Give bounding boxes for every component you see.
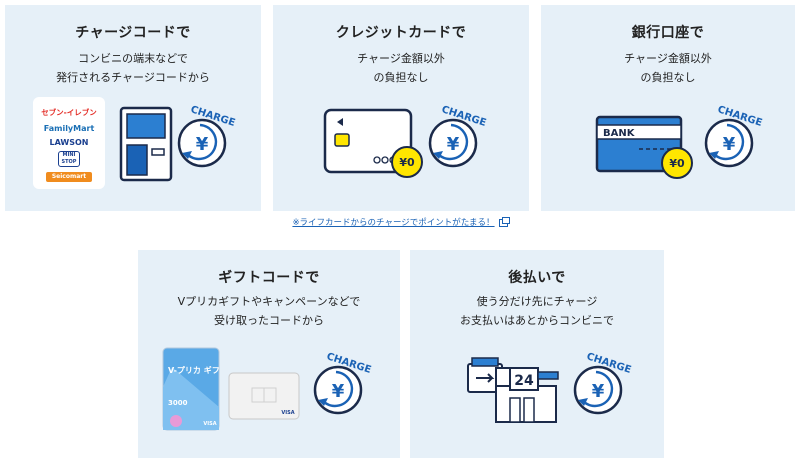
note-text[interactable]: ※ライフカードからのチャージでポイントがたまる！ [292, 218, 495, 228]
card-bank-account[interactable]: 銀行口座で チャージ金額以外の負担なし BANK ¥0 CHARGE ¥ [541, 5, 795, 211]
charge-icon: CHARGE ¥ [170, 103, 240, 173]
card-charge-code[interactable]: チャージコードで コンビニの端末などで発行されるチャージコードから セブン-イレ… [5, 5, 261, 211]
yen-symbol: ¥ [196, 134, 209, 155]
bank-passbook-icon: BANK ¥0 [595, 115, 693, 179]
card-credit-card[interactable]: クレジットカードで チャージ金額以外の負担なし ¥0 CHARGE ¥ [273, 5, 529, 211]
seven-eleven-logo: セブン-イレブン [41, 108, 97, 117]
charge-icon: CHARGE ¥ [421, 103, 491, 173]
card-title: チャージコードで [75, 25, 191, 41]
card-description: チャージ金額以外の負担なし [357, 52, 445, 84]
ministop-logo: MINI STOP [58, 151, 80, 167]
store-24-sign: 24 [514, 373, 534, 389]
life-card-points-link[interactable]: ※ライフカードからのチャージでポイントがたまる！ [0, 216, 800, 228]
kiosk-terminal-icon [119, 106, 173, 182]
card-gift-code[interactable]: ギフトコードで Vプリカギフトやキャンペーンなどで受け取ったコードから V-プリ… [138, 250, 400, 458]
vpreca-gift-card-icon: V-プリカ ギフト 3000 VISA [162, 347, 222, 431]
credit-card-icon: ¥0 [323, 108, 423, 178]
yen-symbol: ¥ [723, 134, 736, 155]
yen-symbol: ¥ [447, 134, 460, 155]
gift-voucher-card-icon: VISA [228, 372, 300, 420]
yen-symbol: ¥ [332, 381, 345, 402]
zero-fee-badge: ¥0 [669, 157, 685, 170]
card-title: ギフトコードで [218, 270, 320, 286]
convenience-store-logos: セブン-イレブン FamilyMart LAWSON MINI STOP Sei… [33, 97, 105, 189]
gift-card-amount: 3000 [168, 399, 188, 407]
card-description: コンビニの端末などで発行されるチャージコードから [56, 52, 210, 84]
charge-icon: CHARGE ¥ [306, 350, 376, 420]
external-link-icon [498, 216, 510, 227]
gift-card-brand: VISA [203, 421, 216, 427]
convenience-store-building-icon: 24 [467, 357, 559, 423]
card-description: チャージ金額以外の負担なし [624, 52, 712, 84]
card-title: 後払いで [508, 270, 566, 286]
gift-card-brand: VISA [281, 410, 294, 416]
zero-fee-badge: ¥0 [399, 156, 415, 169]
gift-card-title: V-プリカ ギフト [168, 365, 222, 375]
yen-symbol: ¥ [592, 381, 605, 402]
charge-icon: CHARGE ¥ [697, 103, 767, 173]
familymart-logo: FamilyMart [43, 124, 95, 133]
card-title: 銀行口座で [631, 25, 705, 41]
seicomart-logo: Seicomart [46, 172, 92, 182]
card-description: Vプリカギフトやキャンペーンなどで受け取ったコードから [177, 295, 361, 327]
card-pay-later[interactable]: 後払いで 使う分だけ先にチャージお支払いはあとからコンビニで 24 CHARGE… [410, 250, 664, 458]
bank-label: BANK [603, 128, 636, 139]
card-description: 使う分だけ先にチャージお支払いはあとからコンビニで [460, 295, 614, 327]
lawson-logo: LAWSON [49, 138, 89, 147]
card-title: クレジットカードで [335, 25, 467, 41]
charge-icon: CHARGE ¥ [566, 350, 636, 420]
